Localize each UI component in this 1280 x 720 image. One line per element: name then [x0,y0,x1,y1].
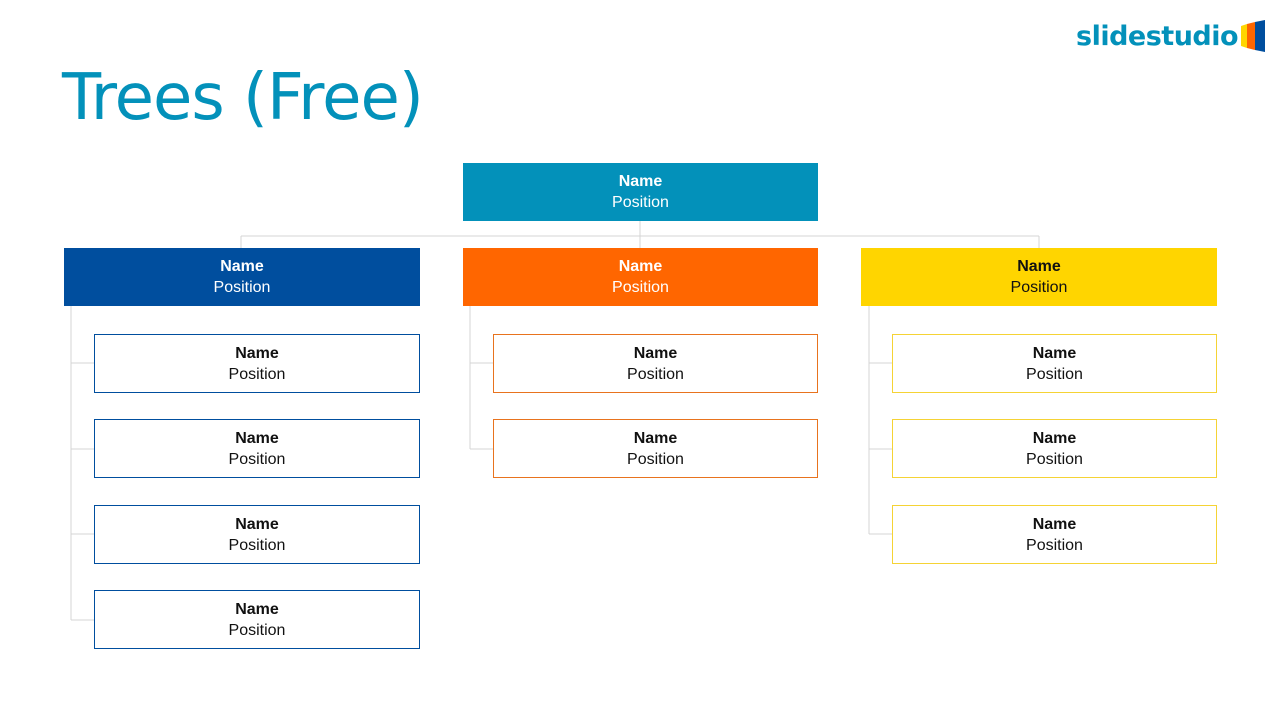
node-name: Name [618,258,663,275]
node-name: Name [618,173,663,190]
node-position: Position [612,194,669,211]
node-name: Name [1032,344,1077,362]
child-node[interactable]: Name Position [94,590,420,649]
child-node[interactable]: Name Position [493,334,818,393]
bars-logo-icon [1241,20,1266,52]
node-position: Position [1010,279,1068,296]
node-position: Position [627,365,684,383]
node-name: Name [1032,515,1077,533]
node-position: Position [612,279,669,296]
node-position: Position [1026,536,1083,554]
child-node[interactable]: Name Position [892,419,1217,478]
node-name: Name [633,429,678,447]
node-name: Name [1032,429,1077,447]
node-position: Position [228,536,286,554]
node-position: Position [1026,365,1083,383]
node-name: Name [633,344,678,362]
node-position: Position [228,450,286,468]
child-node[interactable]: Name Position [493,419,818,478]
branch-node-blue[interactable]: Name Position [64,248,420,306]
child-node[interactable]: Name Position [94,419,420,478]
node-name: Name [235,429,279,447]
node-name: Name [235,600,279,618]
node-position: Position [213,279,271,296]
branch-node-yellow[interactable]: Name Position [861,248,1217,306]
child-node[interactable]: Name Position [94,505,420,564]
node-name: Name [1017,258,1061,275]
node-name: Name [220,258,264,275]
node-position: Position [627,450,684,468]
root-node[interactable]: Name Position [463,163,818,221]
node-position: Position [228,365,286,383]
logo-text: slidestudio [1076,20,1239,52]
child-node[interactable]: Name Position [94,334,420,393]
child-node[interactable]: Name Position [892,505,1217,564]
node-position: Position [1026,450,1083,468]
node-name: Name [235,344,279,362]
node-name: Name [235,515,279,533]
node-position: Position [228,621,286,639]
slidestudio-logo: slidestudio [1076,18,1266,54]
child-node[interactable]: Name Position [892,334,1217,393]
slide-title: Trees (Free) [62,61,424,135]
branch-node-orange[interactable]: Name Position [463,248,818,306]
